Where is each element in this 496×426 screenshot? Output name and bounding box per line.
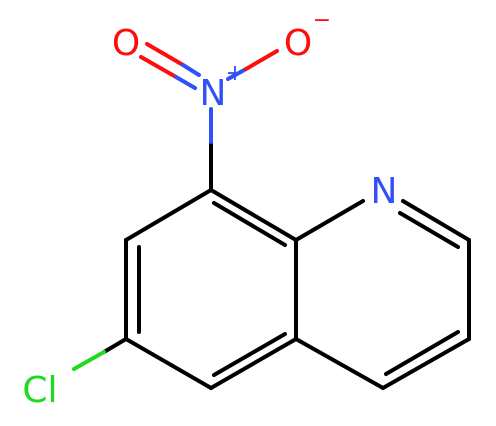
bond-c6-c5 [124, 337, 213, 390]
atom-label-layer: O O − N + N Cl [22, 8, 397, 411]
bond-c3-c4-inner [384, 330, 460, 376]
bond-c4-c4a [294, 337, 385, 390]
bond-c8a-n1 [294, 199, 365, 242]
bond-nitro-o-right-b [244, 49, 279, 71]
bond-c8-c7 [124, 188, 213, 242]
ring-nitrogen-label: N [371, 171, 398, 212]
nitro-nitrogen-label: N [200, 73, 227, 114]
bond-c5-c4a-inner [212, 332, 287, 377]
bond-n1-c2-inner [398, 211, 460, 249]
bond-c8-c8a-inner [212, 201, 287, 247]
bond-c3-c4 [381, 337, 471, 390]
chlorine-label: Cl [22, 370, 57, 411]
bond-c5-c4a [209, 337, 298, 390]
bond-c6-cl-b [72, 350, 106, 371]
oxygen-right-label: O [284, 23, 312, 64]
oxygen-right-charge: − [313, 8, 331, 33]
nitro-nitrogen-charge: + [226, 61, 244, 86]
bond-c6-cl-a [102, 337, 128, 354]
bond-c8-c8a [209, 188, 298, 242]
oxygen-left-label: O [112, 23, 140, 64]
bond-nitro-o-left-a [145, 42, 185, 67]
bond-nitro-o-left-c [139, 55, 178, 79]
bond-nitro-o-left-d [174, 75, 197, 90]
bond-layer [72, 42, 471, 390]
bond-n1-c2 [401, 199, 471, 242]
bond-nitro-o-left-b [181, 63, 201, 77]
bond-nitro-o-right-a [226, 67, 248, 81]
